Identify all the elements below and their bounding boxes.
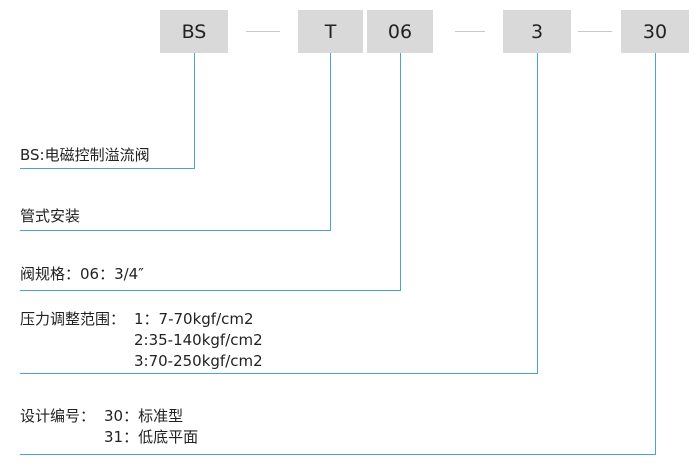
separator-dash (455, 31, 485, 32)
pressure-option-2: 2:35-140kgf/cm2 (134, 331, 263, 349)
separator-dash (578, 31, 612, 32)
design-option-30: 30：标准型 (104, 407, 184, 425)
model-description: BS:电磁控制溢流阀 (20, 146, 150, 164)
pressure-range-title: 压力调整范围： (20, 310, 126, 328)
valve-size-description: 阀规格：06：3/4″ (20, 265, 144, 283)
code-box-size: 06 (367, 10, 433, 53)
pressure-option-3: 3:70-250kgf/cm2 (134, 352, 263, 370)
connector-bs (20, 53, 195, 169)
mounting-description: 管式安装 (20, 207, 81, 225)
code-box-pressure: 3 (503, 10, 571, 53)
pressure-option-1: 1：7-70kgf/cm2 (134, 310, 254, 328)
design-option-31: 31：低底平面 (104, 428, 199, 446)
connector-size (20, 53, 401, 291)
code-box-design: 30 (621, 10, 689, 53)
code-box-t: T (298, 10, 363, 53)
code-box-bs: BS (160, 10, 228, 53)
design-number-title: 设计编号： (20, 407, 96, 425)
separator-dash (246, 31, 280, 32)
connector-design (20, 53, 656, 455)
connector-t (20, 53, 331, 231)
connector-pressure (20, 53, 538, 374)
